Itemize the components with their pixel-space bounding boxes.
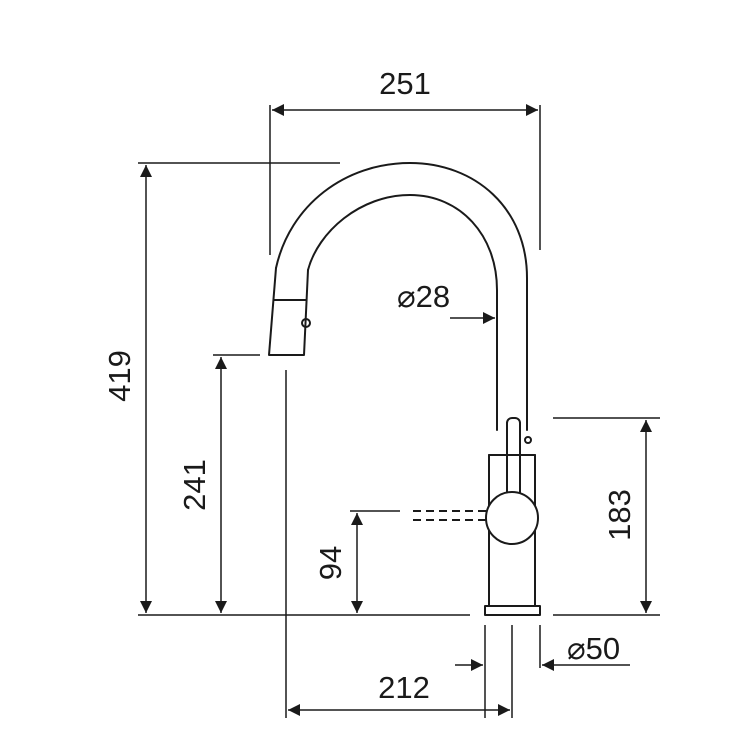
spray-button xyxy=(301,318,311,328)
dim-label-419: 419 xyxy=(102,350,137,402)
dim-label-251: 251 xyxy=(379,66,431,101)
dim-label-241: 241 xyxy=(177,459,212,511)
dim-label-94: 94 xyxy=(313,546,348,580)
spout-tube-outer xyxy=(275,162,528,431)
faucet-base xyxy=(484,605,541,616)
spout-tube xyxy=(307,194,498,431)
faucet xyxy=(268,162,541,616)
extension-lines xyxy=(138,105,660,718)
spray-head xyxy=(268,267,309,356)
handle-pivot xyxy=(524,436,532,444)
handle-hub xyxy=(485,491,539,545)
dimension-lines xyxy=(140,104,652,716)
lever-handle xyxy=(506,417,521,501)
spray-position-indicator xyxy=(413,510,486,521)
dim-label-212: 212 xyxy=(378,670,430,705)
dim-label-50: ⌀50 xyxy=(567,631,620,666)
dim-label-28: ⌀28 xyxy=(397,279,450,314)
dim-label-183: 183 xyxy=(602,489,637,541)
